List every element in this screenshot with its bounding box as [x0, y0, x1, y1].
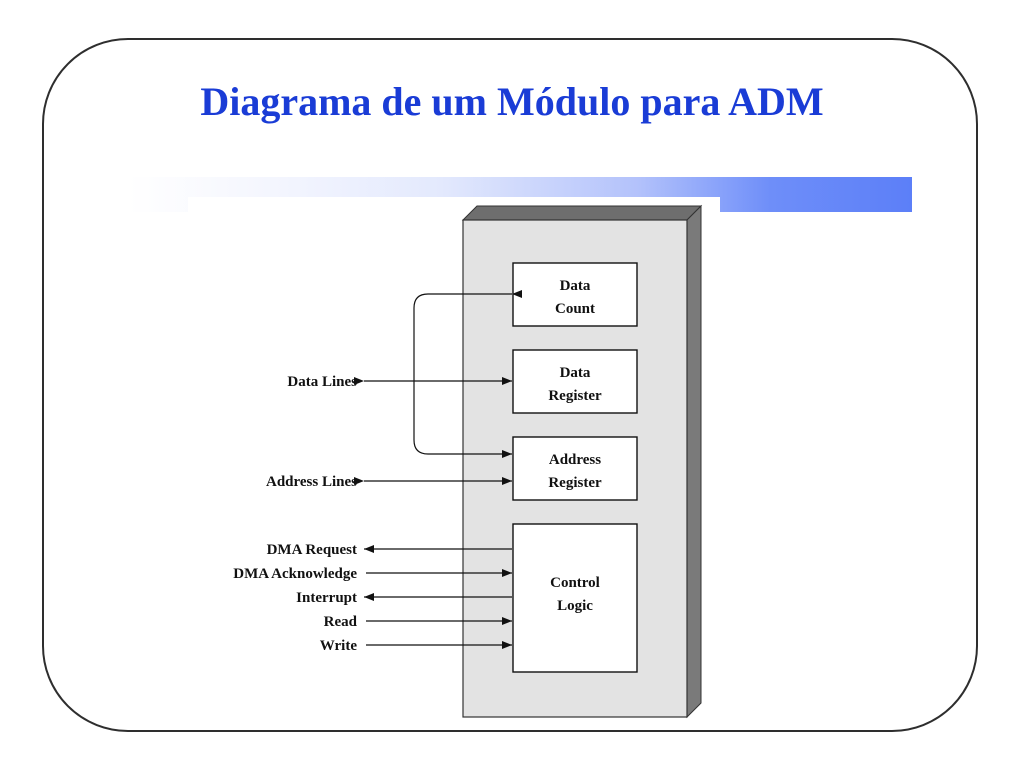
- data-register-box: [512, 349, 638, 414]
- slide-frame: [42, 38, 978, 732]
- address-register-box: [512, 436, 638, 501]
- data-register-label-line2: Register: [548, 388, 602, 404]
- dma-request-label: DMA Request: [267, 542, 357, 558]
- control-logic-box: [512, 523, 638, 673]
- dma-acknowledge-label: DMA Acknowledge: [233, 566, 357, 582]
- write-label: Write: [320, 638, 358, 654]
- data-count-label-line1: Data: [560, 278, 591, 294]
- address-lines-label: Address Lines: [266, 474, 357, 490]
- data-register-label-line1: Data: [560, 365, 591, 381]
- address-register-label-line1: Address: [549, 452, 601, 468]
- slide-title: Diagrama de um Módulo para ADM: [200, 79, 824, 124]
- data-count-box: [512, 262, 638, 327]
- interrupt-label: Interrupt: [296, 590, 357, 606]
- data-lines-label: Data Lines: [287, 374, 357, 390]
- read-label: Read: [324, 614, 358, 630]
- address-register-label-line2: Register: [548, 475, 602, 491]
- module-block-side: [686, 204, 702, 719]
- module-block-top: [461, 205, 703, 221]
- internal-bus-loop: [413, 290, 522, 458]
- control-logic-label-line1: Control: [550, 575, 600, 591]
- data-count-label-line2: Count: [555, 301, 595, 317]
- control-logic-label-line2: Logic: [557, 598, 593, 614]
